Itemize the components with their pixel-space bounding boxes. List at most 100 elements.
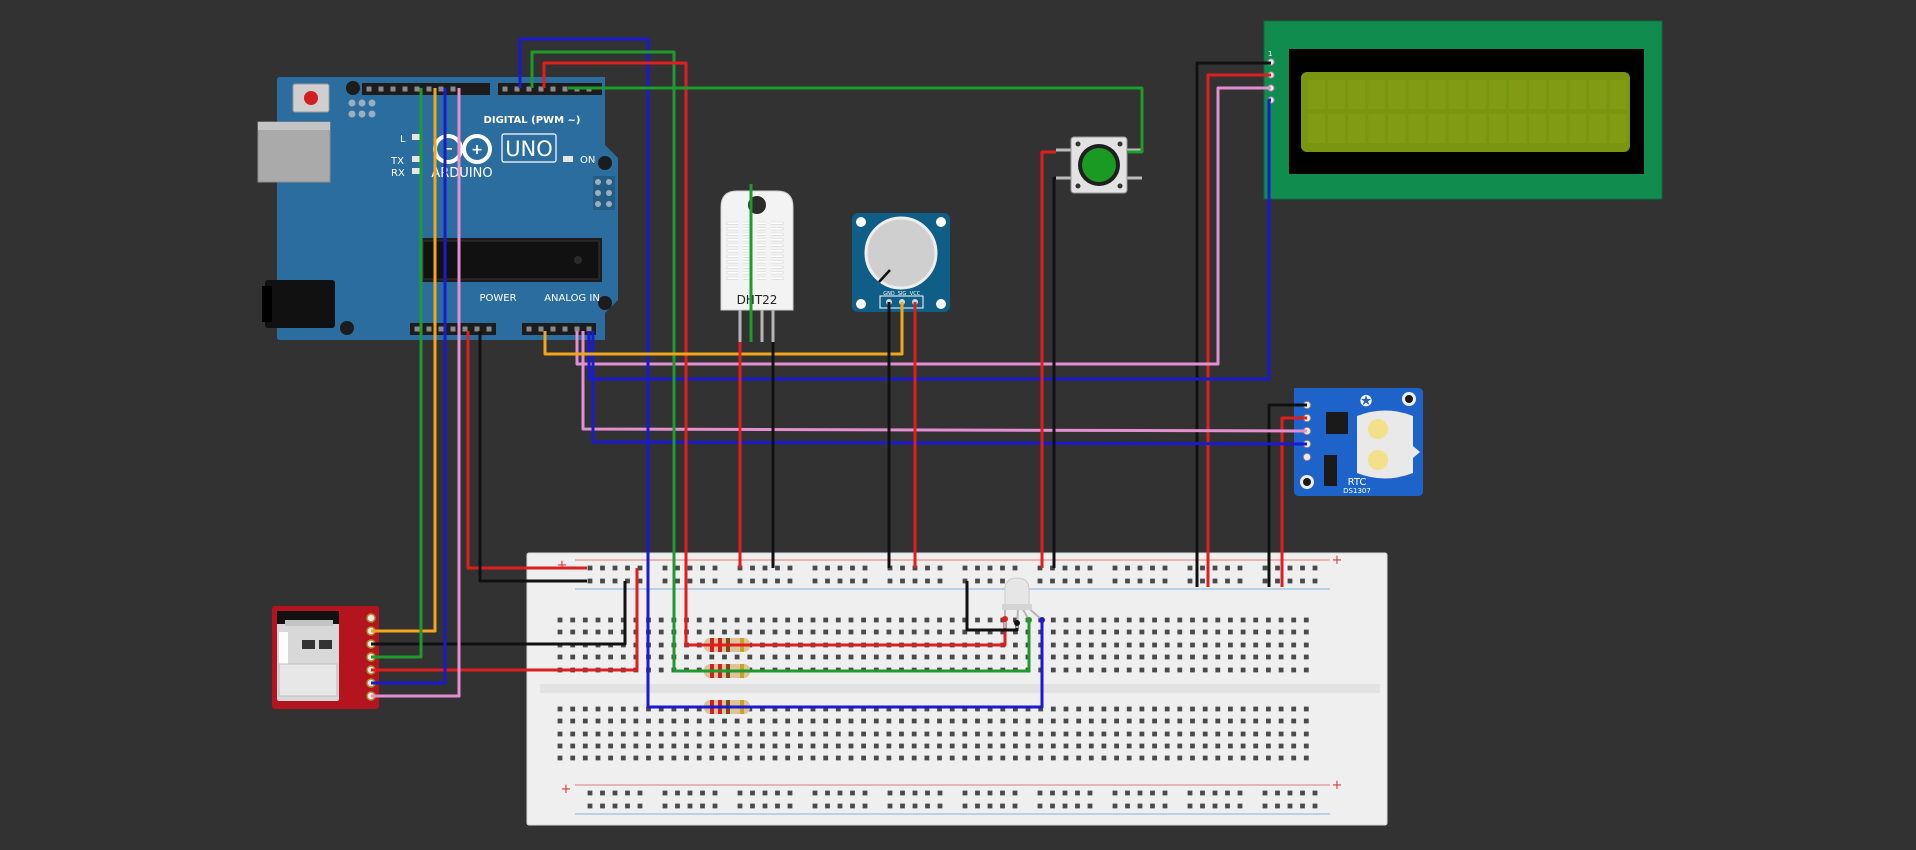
- wire-5v-rail-red[interactable]: [466, 331, 587, 570]
- lcd-character-cells: [1308, 80, 1627, 143]
- wire-sd-do-orange[interactable]: [371, 88, 437, 633]
- rtc-model-label: DS1307: [1343, 487, 1371, 495]
- rtc-ds1307-module[interactable]: ✪ RTC DS1307: [1294, 388, 1423, 496]
- wire-rtc-sda-pink[interactable]: [581, 331, 1308, 433]
- star-logo-icon: ✪: [1360, 392, 1373, 410]
- rtc-label: RTC: [1348, 477, 1367, 488]
- analog-pin[interactable]: [526, 326, 532, 332]
- pushbutton[interactable]: [1056, 136, 1142, 194]
- analog-pin[interactable]: [538, 326, 544, 332]
- coin-cell-holder: [1357, 410, 1420, 479]
- wire-gnd-rail-black[interactable]: [478, 331, 587, 583]
- led-l: [412, 134, 422, 140]
- power-pin[interactable]: [414, 326, 420, 332]
- breadboard-hole-grid[interactable]: [557, 565, 1318, 809]
- wire-sd-sck-green[interactable]: [371, 88, 423, 659]
- digital-pin[interactable]: [414, 86, 420, 92]
- pot-pin-vcc-label: VCC: [910, 291, 921, 297]
- rgb-led[interactable]: [1002, 577, 1045, 629]
- led-l-label: L: [400, 134, 406, 145]
- wire-d2-green[interactable]: [568, 86, 1144, 154]
- digital-pin[interactable]: [550, 86, 556, 92]
- digital-pins-label: DIGITAL (PWM ~): [484, 115, 581, 126]
- analog-header[interactable]: [522, 323, 596, 335]
- digital-pin[interactable]: [378, 86, 384, 92]
- breadboard-holes: [557, 565, 1318, 809]
- analog-header-strip: [522, 323, 596, 335]
- analog-pin[interactable]: [562, 326, 568, 332]
- power-pin[interactable]: [438, 326, 444, 332]
- wire-btn-vcc-red[interactable]: [1040, 150, 1056, 568]
- wire-rtc-gnd-black[interactable]: [1267, 403, 1307, 587]
- wire-vcc-lcd-red[interactable]: [1206, 73, 1271, 587]
- potentiometer-knob[interactable]: [864, 216, 938, 290]
- lcd-i2c-display[interactable]: 1: [1263, 20, 1663, 200]
- microsd-card-module[interactable]: [272, 606, 379, 709]
- digital-header[interactable]: [362, 83, 602, 95]
- digital-pin[interactable]: [426, 86, 432, 92]
- pot-pin-gnd-label: GND: [883, 291, 895, 297]
- dht22-grille: [726, 220, 784, 284]
- dht22-rib: [766, 220, 771, 284]
- digital-header-high: [498, 83, 602, 95]
- rail-plus-top-right: +: [1332, 553, 1343, 568]
- led-tx-label: TX: [390, 156, 404, 167]
- power-pin[interactable]: [426, 326, 432, 332]
- analog-pin[interactable]: [550, 326, 556, 332]
- power-jack: [265, 280, 335, 328]
- wire-rtc-vcc-red[interactable]: [1280, 416, 1307, 587]
- digital-pin[interactable]: [402, 86, 408, 92]
- power-pin[interactable]: [450, 326, 456, 332]
- digital-pin[interactable]: [450, 86, 456, 92]
- dht22-label: DHT22: [737, 293, 778, 307]
- digital-pin[interactable]: [562, 86, 568, 92]
- usb-port: [257, 121, 331, 183]
- rtc-chip: [1326, 412, 1348, 434]
- rail-plus-bottom-right: +: [1332, 778, 1343, 793]
- dht22-rib: [738, 220, 743, 284]
- wire-d5-green[interactable]: [530, 50, 1031, 673]
- breadboard[interactable]: + + + +: [526, 552, 1388, 826]
- digital-pin[interactable]: [526, 86, 532, 92]
- wire-a0-pot-orange[interactable]: [543, 302, 904, 356]
- digital-pin[interactable]: [390, 86, 396, 92]
- pot-pin-sig-label: SIG: [898, 291, 907, 297]
- wire-sd-gnd-black[interactable]: [371, 581, 627, 646]
- digital-pin[interactable]: [538, 86, 544, 92]
- wire-rtc-scl-blue[interactable]: [591, 331, 1308, 446]
- sd-pin[interactable]: [366, 613, 376, 623]
- lcd-pin1-label: 1: [1268, 50, 1272, 58]
- analog-pin[interactable]: [586, 326, 592, 332]
- power-header[interactable]: [410, 323, 496, 335]
- wires[interactable]: [371, 37, 1308, 709]
- wire-sd-cs-pink[interactable]: [371, 88, 461, 698]
- power-pin[interactable]: [474, 326, 480, 332]
- analog-pin[interactable]: [574, 326, 580, 332]
- svg-text:−: −: [443, 142, 454, 157]
- led-on: [563, 156, 573, 162]
- potentiometer[interactable]: GND SIG VCC: [852, 213, 950, 312]
- arduino-uno[interactable]: − + UNO ARDUINO DIGITAL (PWM ~) ANALOG I…: [257, 77, 618, 340]
- wire-d9-black[interactable]: [1195, 61, 1271, 587]
- wire-d6-blue[interactable]: [518, 37, 1044, 709]
- icsp-header-right: [593, 176, 615, 210]
- power-pins-label: POWER: [479, 293, 516, 304]
- dht22-sensor[interactable]: DHT22: [720, 190, 794, 342]
- power-pin[interactable]: [486, 326, 492, 332]
- led-rx: [412, 168, 422, 174]
- board-model-label: UNO: [505, 137, 553, 161]
- rail-plus-bottom-left: +: [561, 782, 572, 797]
- digital-pin[interactable]: [502, 86, 508, 92]
- digital-pin[interactable]: [514, 86, 520, 92]
- led-tx: [412, 156, 422, 162]
- digital-pin[interactable]: [438, 86, 444, 92]
- digital-pin[interactable]: [366, 86, 372, 92]
- analog-pins-label: ANALOG IN: [544, 293, 600, 304]
- rtc-pin[interactable]: [1302, 452, 1312, 462]
- wire-scl-lcd-blue[interactable]: [587, 98, 1271, 381]
- wire-sd-di-blue[interactable]: [371, 88, 447, 685]
- led-on-label: ON: [580, 155, 595, 166]
- power-pin[interactable]: [462, 326, 468, 332]
- wire-btn-gnd-black[interactable]: [1052, 176, 1056, 568]
